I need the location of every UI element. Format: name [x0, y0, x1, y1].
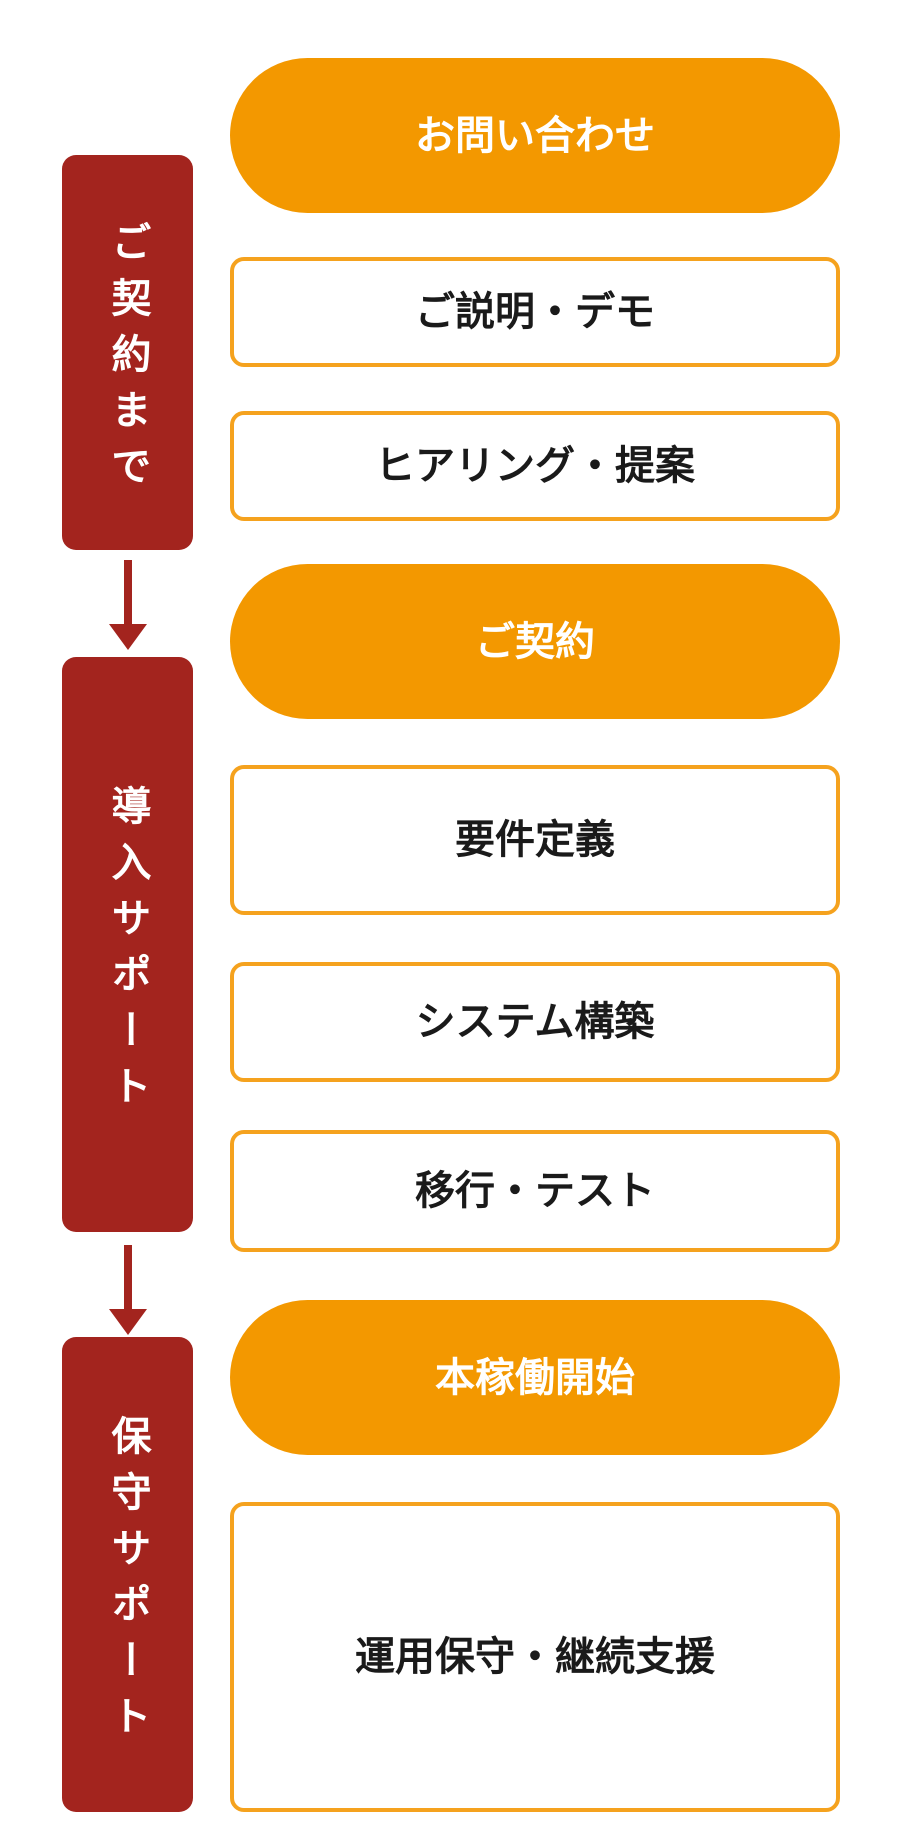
step-hearing-proposal: ヒアリング・提案	[230, 411, 840, 521]
stage-bar-maintenance-support: 保守サポート	[62, 1337, 193, 1812]
stage-bar-until-contract: ご契約まで	[62, 155, 193, 550]
arrow-shaft	[124, 1245, 132, 1309]
step-operation-maintenance-support-label: 運用保守・継続支援	[355, 1634, 715, 1680]
step-migration-test-label: 移行・テスト	[415, 1168, 655, 1214]
step-explanation-demo-label: ご説明・デモ	[415, 289, 655, 335]
step-contract: ご契約	[230, 564, 840, 719]
stage-bar-implementation-support: 導入サポート	[62, 657, 193, 1232]
step-system-construction: システム構築	[230, 962, 840, 1082]
down-arrow-icon	[109, 560, 147, 650]
stage-label-implementation-support: 導入サポート	[104, 784, 151, 1121]
down-arrow-icon	[109, 1245, 147, 1335]
step-contract-label: ご契約	[475, 618, 595, 665]
step-explanation-demo: ご説明・デモ	[230, 257, 840, 367]
step-production-start-label: 本稼働開始	[435, 1354, 635, 1401]
stage-label-maintenance-support: 保守サポート	[104, 1414, 151, 1751]
step-requirements-definition-label: 要件定義	[455, 817, 615, 863]
step-inquiry-label: お問い合わせ	[415, 112, 655, 159]
arrow-head	[109, 624, 147, 650]
arrow-head	[109, 1309, 147, 1335]
arrow-shaft	[124, 560, 132, 624]
step-system-construction-label: システム構築	[415, 999, 655, 1045]
step-migration-test: 移行・テスト	[230, 1130, 840, 1252]
step-hearing-proposal-label: ヒアリング・提案	[375, 443, 695, 489]
step-production-start: 本稼働開始	[230, 1300, 840, 1455]
step-inquiry: お問い合わせ	[230, 58, 840, 213]
stage-label-until-contract: ご契約まで	[104, 220, 151, 501]
step-requirements-definition: 要件定義	[230, 765, 840, 915]
step-operation-maintenance-support: 運用保守・継続支援	[230, 1502, 840, 1812]
